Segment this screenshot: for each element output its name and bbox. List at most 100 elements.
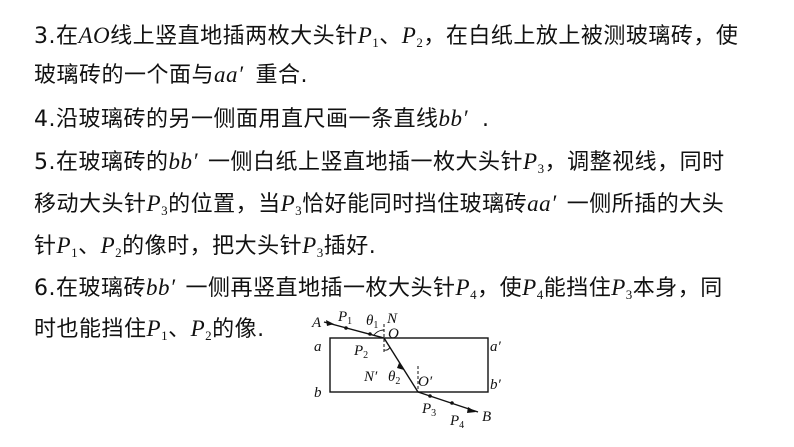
arrow-icon xyxy=(326,320,334,326)
subscript: 2 xyxy=(115,245,123,260)
var-bb-prime: bb′ xyxy=(438,106,469,131)
text: 插好. xyxy=(323,234,377,259)
step-5-line-3: 针P1、P2的像时，把大头针P3插好. xyxy=(34,228,376,271)
label-theta1-sub: 1 xyxy=(373,320,379,331)
var-P: P xyxy=(455,275,471,300)
text: 针 xyxy=(34,234,57,259)
pin-P2 xyxy=(368,332,372,336)
label-N-prime: N′ xyxy=(364,369,378,385)
arrow-icon xyxy=(467,407,476,413)
label-theta2-letter: θ xyxy=(388,369,396,385)
label-theta1-letter: θ xyxy=(366,313,374,329)
label-O-prime: O′ xyxy=(418,374,433,390)
diagram-graphic xyxy=(323,320,489,413)
label-b: b xyxy=(314,385,322,401)
label-P1-letter: P xyxy=(338,309,348,325)
subscript: 2 xyxy=(205,328,213,343)
var-P: P xyxy=(280,191,296,216)
text: 恰好能同时挡住玻璃砖 xyxy=(302,192,528,217)
var-AO: AO xyxy=(78,23,111,48)
subscript: 3 xyxy=(537,161,545,176)
label-P3-letter: P xyxy=(422,401,432,417)
step-5-line-2: 移动大头针P3的位置，当P3恰好能同时挡住玻璃砖aa′一侧所插的大头 xyxy=(34,186,724,229)
var-P: P xyxy=(190,316,206,341)
label-N: N xyxy=(387,311,398,327)
text: ，使 xyxy=(477,276,523,301)
var-bb-prime: bb′ xyxy=(168,149,199,174)
var-P: P xyxy=(100,233,116,258)
label-P2: P2 xyxy=(354,344,368,363)
subscript: 3 xyxy=(316,245,324,260)
label-P1: P1 xyxy=(338,310,352,329)
text: 一侧所插的大头 xyxy=(566,192,725,217)
text: 、 xyxy=(168,317,191,342)
subscript: 3 xyxy=(625,287,633,302)
text: 线上竖直地插两枚大头针 xyxy=(110,24,358,49)
text: 能挡住 xyxy=(543,276,612,301)
angle-arc-theta2 xyxy=(383,346,391,351)
label-P4: P4 xyxy=(450,414,464,433)
text: 、 xyxy=(379,24,402,49)
glass-block xyxy=(329,337,489,393)
text: 、 xyxy=(78,234,101,259)
text: 的像. xyxy=(212,317,265,342)
subscript: 1 xyxy=(71,245,79,260)
text: 4.沿玻璃砖的另一侧面用直尺画一条直线 xyxy=(34,107,439,132)
subscript: 4 xyxy=(470,287,478,302)
var-P: P xyxy=(146,316,162,341)
text: 的位置，当 xyxy=(168,192,281,217)
var-P: P xyxy=(302,233,317,258)
label-B: B xyxy=(482,409,492,425)
subscript: 1 xyxy=(372,35,380,50)
refraction-diagram: A P1 θ1 N O a P2 a′ N′ θ2 O′ b b′ P3 P4 … xyxy=(300,302,510,442)
label-theta1: θ1 xyxy=(366,314,378,333)
step-6-line-1: 6.在玻璃砖bb′一侧再竖直地插一枚大头针P4，使P4能挡住P3本身，同 xyxy=(34,270,723,313)
label-a-prime: a′ xyxy=(490,339,501,355)
var-P: P xyxy=(611,275,626,300)
label-theta2-sub: 2 xyxy=(395,376,401,387)
label-P3: P3 xyxy=(422,402,436,421)
var-P: P xyxy=(401,23,417,48)
text: 玻璃砖的一个面与 xyxy=(34,63,215,88)
var-P: P xyxy=(146,191,162,216)
step-6-line-2: 时也能挡住P1、P2的像. xyxy=(34,311,265,354)
var-P: P xyxy=(56,233,72,258)
label-a: a xyxy=(314,339,322,355)
subscript: 4 xyxy=(536,287,544,302)
text: 移动大头针 xyxy=(34,192,147,217)
text: 重合. xyxy=(255,63,309,88)
label-P2-letter: P xyxy=(354,343,364,359)
angle-arc-theta1 xyxy=(373,329,385,336)
var-P: P xyxy=(357,23,373,48)
var-aa-prime: aa′ xyxy=(527,191,557,216)
incident-ray xyxy=(323,321,385,339)
pin-P4 xyxy=(450,401,454,405)
text: 一侧再竖直地插一枚大头针 xyxy=(185,276,456,301)
text: 3.在 xyxy=(34,24,79,49)
label-b-prime: b′ xyxy=(490,377,501,393)
text: ，在白纸上放上被测玻璃砖，使 xyxy=(423,24,739,49)
text: 时也能挡住 xyxy=(34,317,147,342)
var-P: P xyxy=(523,149,538,174)
var-P: P xyxy=(522,275,537,300)
subscript: 3 xyxy=(161,203,169,218)
label-A: A xyxy=(312,315,322,331)
step-4-line-1: 4.沿玻璃砖的另一侧面用直尺画一条直线bb′. xyxy=(34,101,490,138)
label-P4-letter: P xyxy=(450,413,460,429)
pin-P1 xyxy=(344,326,348,330)
subscript: 1 xyxy=(161,328,169,343)
step-3-line-1: 3.在AO线上竖直地插两枚大头针P1、P2，在白纸上放上被测玻璃砖，使 xyxy=(34,18,738,61)
var-bb-prime: bb′ xyxy=(146,275,176,300)
label-O: O xyxy=(388,326,399,342)
label-P1-sub: 1 xyxy=(347,316,353,327)
text: . xyxy=(482,107,490,132)
pin-P3 xyxy=(428,394,432,398)
text: ，调整视线，同时 xyxy=(544,150,725,175)
step-3-line-2: 玻璃砖的一个面与aa′ 重合. xyxy=(34,57,308,94)
var-aa-prime: aa′ xyxy=(214,62,244,87)
subscript: 2 xyxy=(416,35,424,50)
subscript: 3 xyxy=(295,203,303,218)
label-P2-sub: 2 xyxy=(363,350,369,361)
text: 的像时，把大头针 xyxy=(122,234,303,259)
step-5-line-1: 5.在玻璃砖的bb′一侧白纸上竖直地插一枚大头针P3，调整视线，同时 xyxy=(34,144,725,187)
